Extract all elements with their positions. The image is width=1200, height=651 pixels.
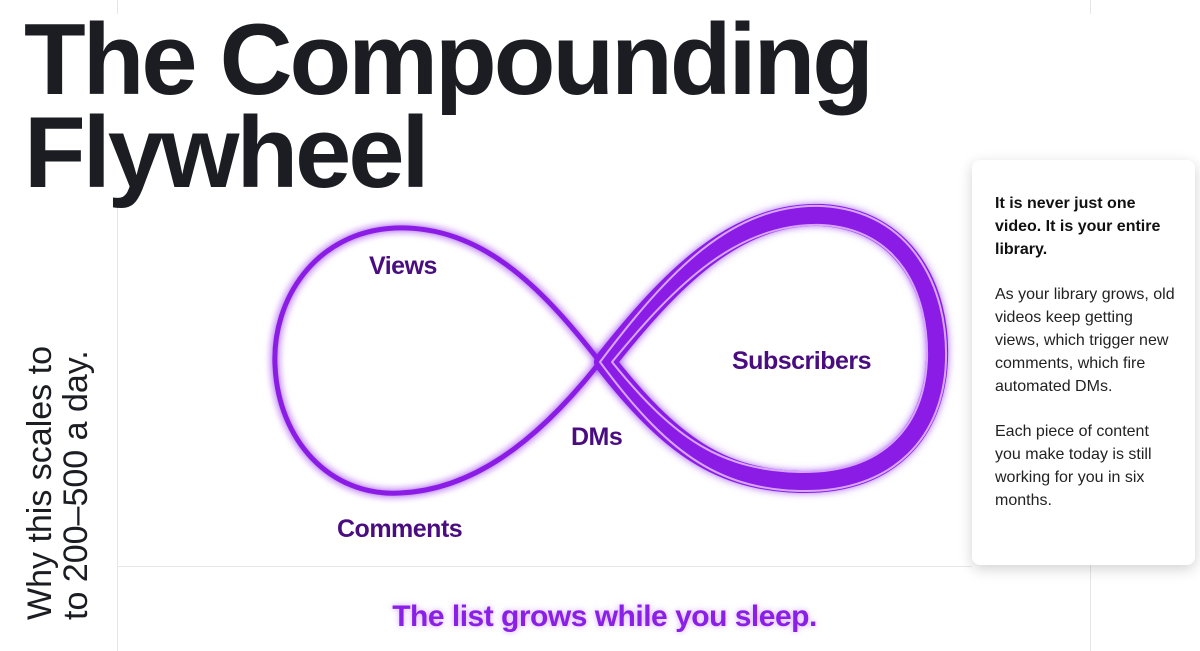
info-card: It is never just one video. It is your e… — [972, 160, 1195, 565]
label-subscribers: Subscribers — [732, 347, 872, 375]
right-loop — [594, 203, 949, 494]
label-dms: DMs — [571, 423, 623, 451]
card-paragraph: Each piece of content you make today is … — [995, 423, 1152, 509]
card-lead: It is never just one video. It is your e… — [995, 195, 1161, 258]
card-paragraph: As your library grows, old videos keep g… — [995, 286, 1175, 395]
tagline: The list grows while you sleep. — [392, 600, 817, 633]
right-loop-highlight — [599, 204, 948, 493]
divider — [117, 566, 972, 567]
left-loop — [272, 225, 603, 496]
divider — [117, 0, 118, 651]
label-comments: Comments — [337, 515, 463, 543]
label-views: Views — [369, 252, 437, 280]
right-loop-highlight — [611, 223, 929, 474]
